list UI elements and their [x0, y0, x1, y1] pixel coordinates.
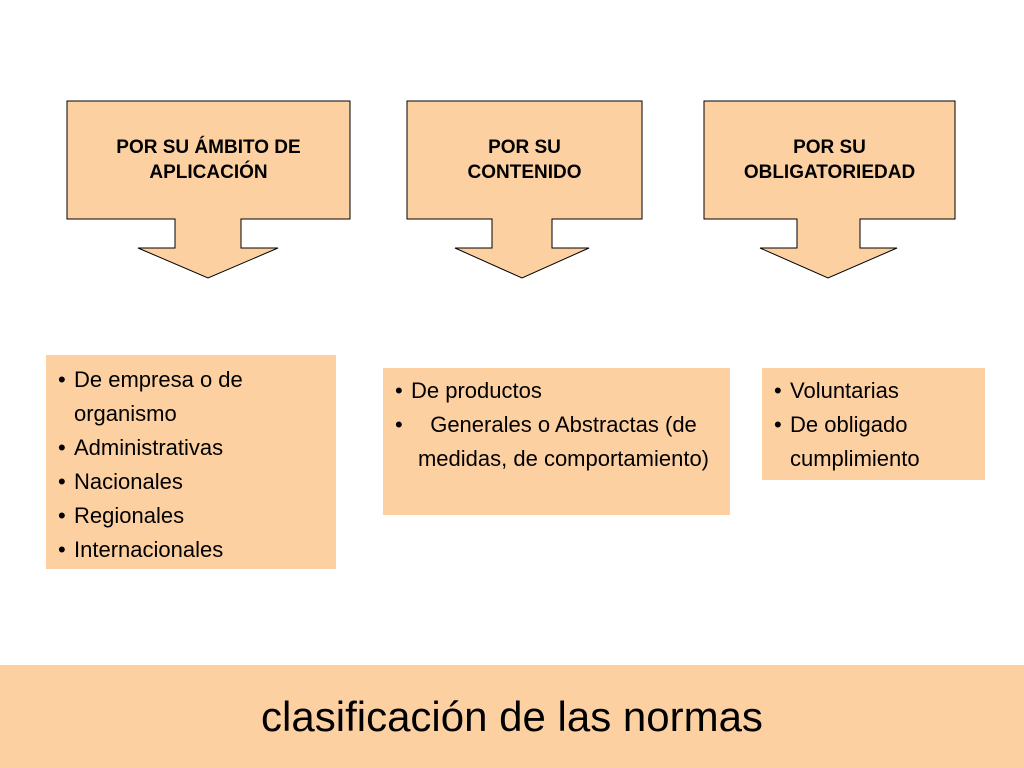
list-item: •Regionales [56, 499, 336, 533]
bullet-icon: • [58, 469, 66, 494]
list-item: •De productos [393, 374, 730, 408]
list-item: •Nacionales [56, 465, 336, 499]
list-item: •Generales o Abstractas (de medidas, de … [393, 408, 716, 476]
list-item: •De obligado cumplimiento [772, 408, 985, 476]
category-obligatoriedad-label: POR SU OBLIGATORIEDAD [743, 137, 916, 183]
list-ambito: •De empresa o de organismo •Administrati… [46, 355, 336, 569]
category-ambito-label: POR SU ÁMBITO DE APLICACIÓN [116, 137, 301, 183]
bullet-icon: • [58, 503, 66, 528]
bullet-icon: • [58, 435, 66, 460]
list-contenido: •De productos •Generales o Abstractas (d… [383, 368, 730, 515]
callout-arrow-contenido [406, 100, 643, 279]
bullet-icon: • [774, 378, 782, 403]
list-item: •Internacionales [56, 533, 336, 567]
callout-arrow-obligatoriedad [703, 100, 956, 279]
list-item: •Administrativas [56, 431, 336, 465]
bullet-icon: • [58, 537, 66, 562]
list-item: •De empresa o de organismo [56, 363, 336, 431]
category-contenido-label: POR SU CONTENIDO [467, 137, 582, 183]
callout-arrows [66, 100, 956, 279]
slide-title: clasificación de las normas [261, 692, 763, 740]
list-item: •Voluntarias [772, 374, 985, 408]
bullet-icon: • [395, 378, 403, 403]
bullet-icon: • [58, 367, 66, 392]
slide-title-band: clasificación de las normas [0, 665, 1024, 768]
bullet-icon: • [395, 412, 403, 437]
bullet-icon: • [774, 412, 782, 437]
callout-arrow-ambito [66, 100, 351, 279]
list-obligatoriedad: •Voluntarias •De obligado cumplimiento [762, 368, 985, 480]
